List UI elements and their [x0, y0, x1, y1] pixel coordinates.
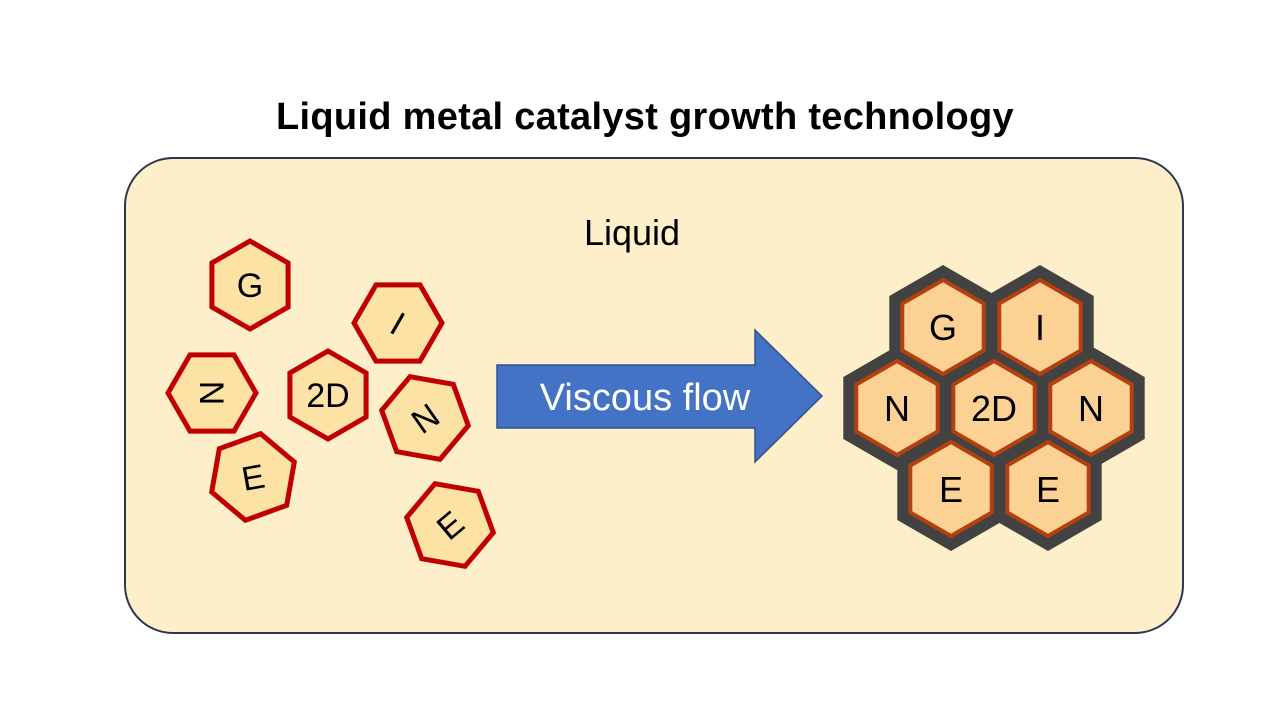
tile-letter: G — [929, 307, 957, 348]
hexagon-tile: I — [351, 282, 445, 364]
hexagon-tile: E — [403, 480, 497, 570]
tile-letter: N — [884, 388, 910, 429]
liquid-label: Liquid — [584, 212, 680, 253]
tile-letter: 2D — [306, 377, 349, 415]
hexagon-shape — [403, 480, 497, 570]
hexagon-tile: 2D — [951, 358, 1037, 458]
arrow-label: Viscous flow — [540, 377, 751, 419]
hexagon-tile: I — [997, 277, 1083, 377]
viscous-flow-arrow: Viscous flow — [496, 328, 824, 464]
hexagon-shape — [209, 238, 291, 332]
hexagon-tile: E — [1005, 439, 1091, 539]
tile-letter: N — [192, 381, 230, 406]
hexagon-shape — [951, 358, 1037, 458]
hexagon-shape — [1048, 358, 1134, 458]
tile-letter: N — [1078, 388, 1104, 429]
hexagon-shape — [900, 277, 986, 377]
tile-letter: G — [237, 267, 263, 305]
hexagon-tile: N — [165, 352, 259, 434]
hexagon-shape — [1005, 439, 1091, 539]
hexagon-tile: E — [208, 430, 298, 524]
hexagon-shape — [854, 358, 940, 458]
hexagon-tile: G — [209, 238, 291, 332]
hexagon-tile: 2D — [287, 348, 369, 442]
hexagon-shape — [908, 439, 994, 539]
tile-letter: E — [1036, 469, 1060, 510]
hexagon-shape — [208, 430, 298, 524]
hexagon-shape — [997, 277, 1083, 377]
hexagon-shape — [351, 282, 445, 364]
tile-letter: 2D — [971, 388, 1017, 429]
hexagon-shape — [165, 352, 259, 434]
hexagon-shape — [287, 348, 369, 442]
hexagon-tile: N — [1048, 358, 1134, 458]
hexagon-tile: G — [900, 277, 986, 377]
tile-letter: I — [1035, 307, 1045, 348]
hexagon-tile: E — [908, 439, 994, 539]
tile-letter: E — [939, 469, 963, 510]
hexagon-tile: N — [378, 373, 472, 463]
hexagon-tile: N — [854, 358, 940, 458]
diagram-title: Liquid metal catalyst growth technology — [275, 96, 1014, 138]
hexagon-shape — [378, 373, 472, 463]
